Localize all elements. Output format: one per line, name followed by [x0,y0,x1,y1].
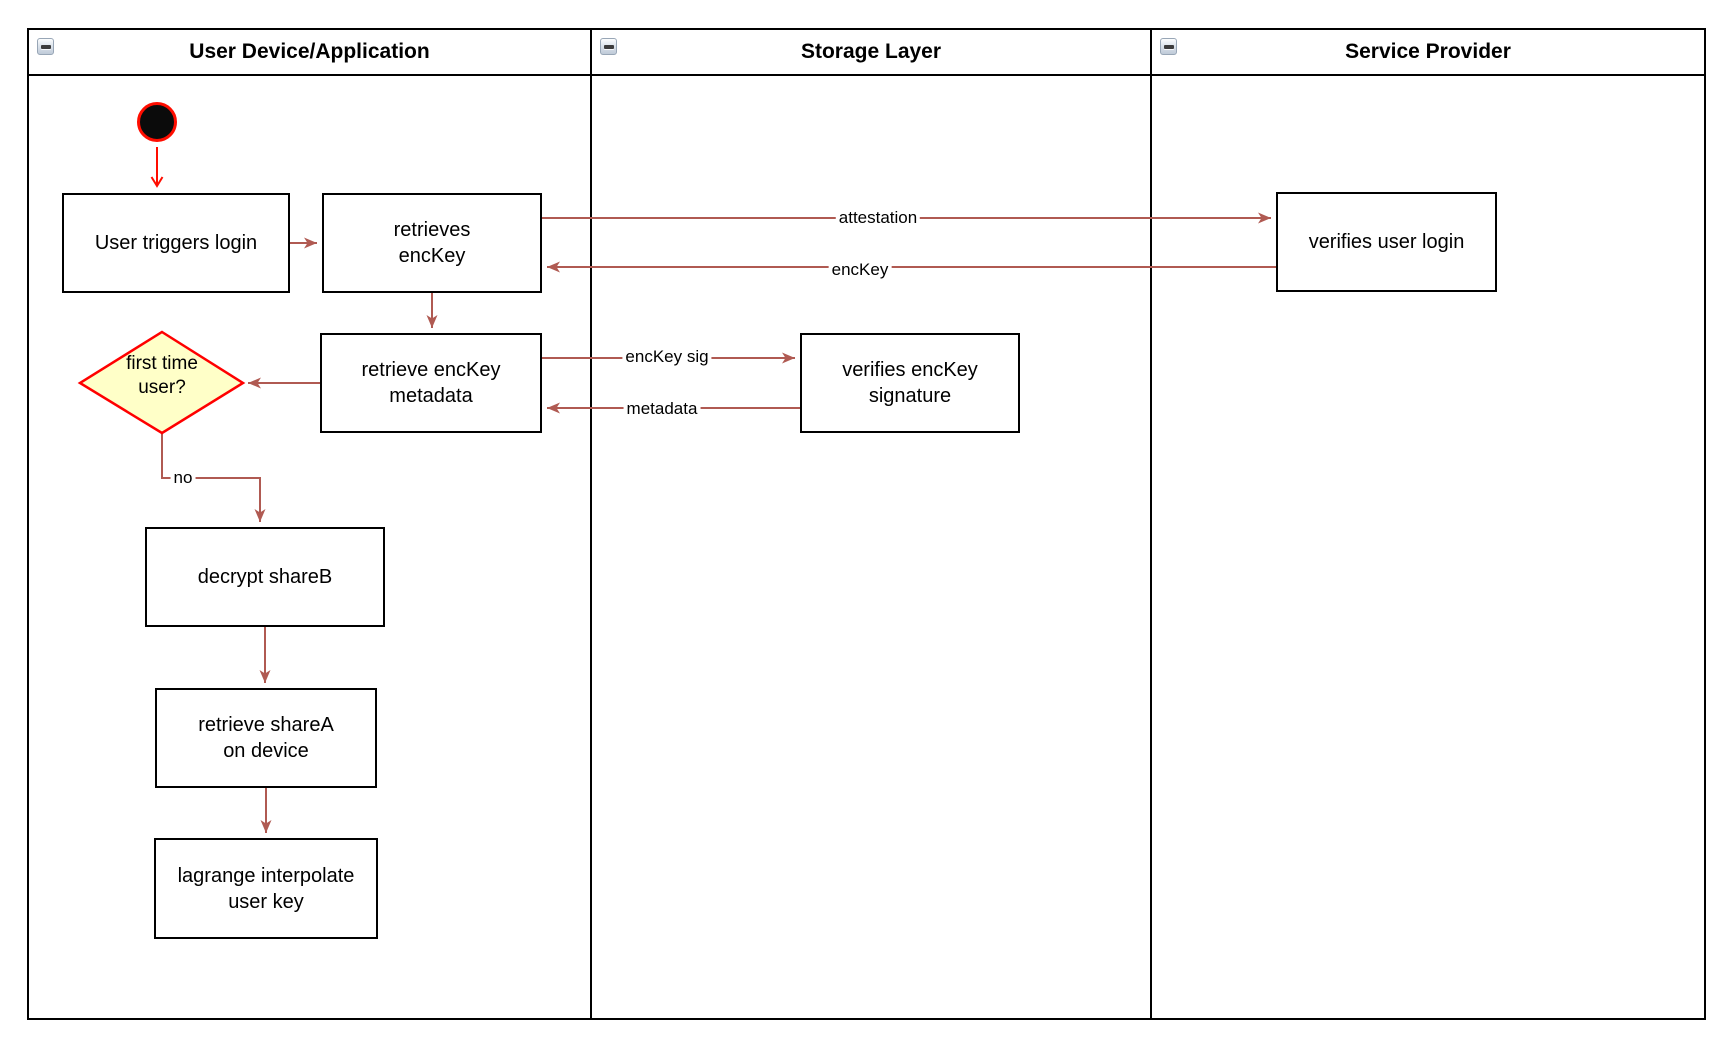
minus-glyph [603,44,614,49]
lane-title-user-device: User Device/Application [189,40,430,63]
node-retrieve-sharea-on-device[interactable]: retrieve shareA on device [155,688,377,788]
start-node[interactable] [137,102,177,142]
collapse-minus-icon[interactable] [600,38,617,55]
edge-label-metadata: metadata [623,399,701,419]
edge-label-attestation: attestation [835,208,921,228]
minus-glyph [1163,44,1174,49]
lane-title-storage-layer: Storage Layer [800,40,942,63]
node-retrieves-enckey[interactable]: retrieves encKey [322,193,542,293]
edge-label-no: no [170,468,196,488]
lane-divider-2 [1150,30,1152,1018]
lane-divider-1 [590,30,592,1018]
node-retrieve-enckey-metadata[interactable]: retrieve encKey metadata [320,333,542,433]
collapse-minus-icon[interactable] [37,38,54,55]
lane-title-service-provider: Service Provider [1345,40,1511,63]
edge-label-enckey-sig: encKey sig [622,347,712,367]
edge-label-enckey: encKey [828,260,892,280]
node-verifies-user-login[interactable]: verifies user login [1276,192,1497,292]
minus-glyph [40,44,51,49]
node-lagrange-interpolate-user-key[interactable]: lagrange interpolate user key [154,838,378,939]
node-verifies-enckey-signature[interactable]: verifies encKey signature [800,333,1020,433]
node-decrypt-shareb[interactable]: decrypt shareB [145,527,385,627]
decision-label: first time user? [126,353,198,398]
node-user-triggers-login[interactable]: User triggers login [62,193,290,293]
collapse-minus-icon[interactable] [1160,38,1177,55]
header-divider [29,74,1704,76]
